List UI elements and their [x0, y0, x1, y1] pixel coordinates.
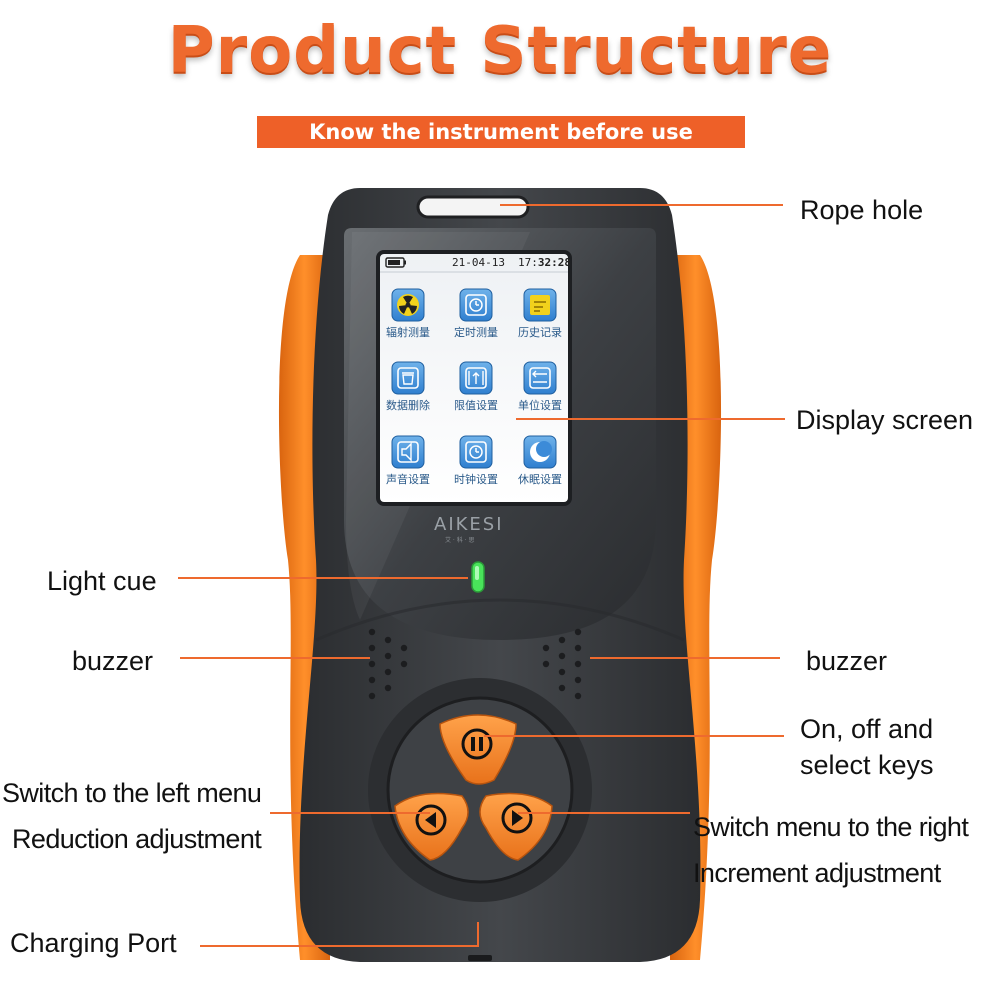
right-key-label-line1: Switch menu to the right	[693, 812, 969, 842]
buzzer-right-label: buzzer	[806, 646, 888, 676]
power-key-label: On, off and select keys	[800, 712, 934, 783]
buzzer-right	[542, 628, 582, 700]
left-key-label: Switch to the left menu Reduction adjust…	[2, 776, 262, 857]
menu-item[interactable]: 历史记录	[518, 288, 562, 339]
menu-item-label: 限值设置	[454, 399, 498, 412]
menu-item-label: 声音设置	[386, 472, 430, 486]
menu-item-label: 单位设置	[518, 398, 562, 412]
subtitle-banner: Know the instrument before use	[257, 116, 745, 148]
menu-item[interactable]: 数据删除	[386, 361, 430, 412]
left-key-label-line2: Reduction adjustment	[12, 823, 262, 854]
rope-hole-label: Rope hole	[800, 195, 924, 225]
status-date: 21-04-13	[452, 256, 505, 269]
menu-item[interactable]: 辐射测量	[386, 288, 430, 339]
menu-item[interactable]: 单位设置	[518, 361, 562, 412]
menu-item-label: 数据删除	[386, 398, 430, 412]
menu-item[interactable]: 声音设置	[386, 435, 430, 486]
brand-logo: AIKESI	[434, 514, 504, 535]
light-cue-label: Light cue	[47, 566, 157, 596]
charging-port	[468, 955, 492, 961]
rope-hole	[416, 195, 530, 219]
display-screen-label: Display screen	[796, 405, 974, 435]
trash-icon	[397, 367, 419, 389]
menu-item-label: 定时测量	[454, 325, 498, 339]
right-key-label-line2: Increment adjustment	[693, 857, 941, 888]
buzzer-left-label: buzzer	[72, 646, 154, 676]
power-key-label-line2: select keys	[800, 749, 934, 780]
left-arrow-icon	[415, 804, 447, 836]
status-time: 17:32:28	[518, 256, 571, 269]
clock-icon	[465, 441, 487, 463]
menu-item[interactable]: 定时测量	[454, 288, 498, 339]
buzzer-left	[368, 628, 408, 700]
menu-item-label: 休眠设置	[518, 473, 562, 486]
power-select-key[interactable]	[439, 714, 517, 785]
left-menu-key[interactable]	[394, 792, 469, 861]
callout-lines	[178, 204, 785, 947]
limit-icon	[465, 367, 487, 389]
charging-port-line	[200, 922, 479, 947]
right-key-label: Switch menu to the right Increment adjus…	[693, 810, 969, 891]
menu-item[interactable]: 时钟设置	[454, 435, 498, 486]
menu-item[interactable]: 限值设置	[454, 361, 498, 412]
menu-item-label: 辐射测量	[386, 325, 430, 339]
right-menu-key[interactable]	[479, 792, 553, 861]
menu-item-label: 时钟设置	[454, 472, 498, 486]
svg-text:艾 · 科 · 思: 艾 · 科 · 思	[445, 536, 474, 544]
right-arrow-icon	[501, 802, 533, 834]
radiation-icon	[397, 294, 419, 316]
pause-icon	[461, 728, 493, 760]
timer-icon	[465, 294, 487, 316]
page-title: Product Structure	[167, 14, 833, 88]
menu-item-label: 历史记录	[518, 326, 562, 339]
menu-item[interactable]: 休眠设置	[518, 435, 562, 486]
left-key-label-line1: Switch to the left menu	[2, 778, 262, 808]
charging-port-label: Charging Port	[10, 928, 177, 958]
history-icon	[530, 295, 550, 315]
sleep-icon	[530, 441, 552, 462]
power-key-label-line1: On, off and	[800, 714, 934, 744]
speaker-icon	[397, 441, 419, 463]
unit-icon	[529, 367, 551, 389]
